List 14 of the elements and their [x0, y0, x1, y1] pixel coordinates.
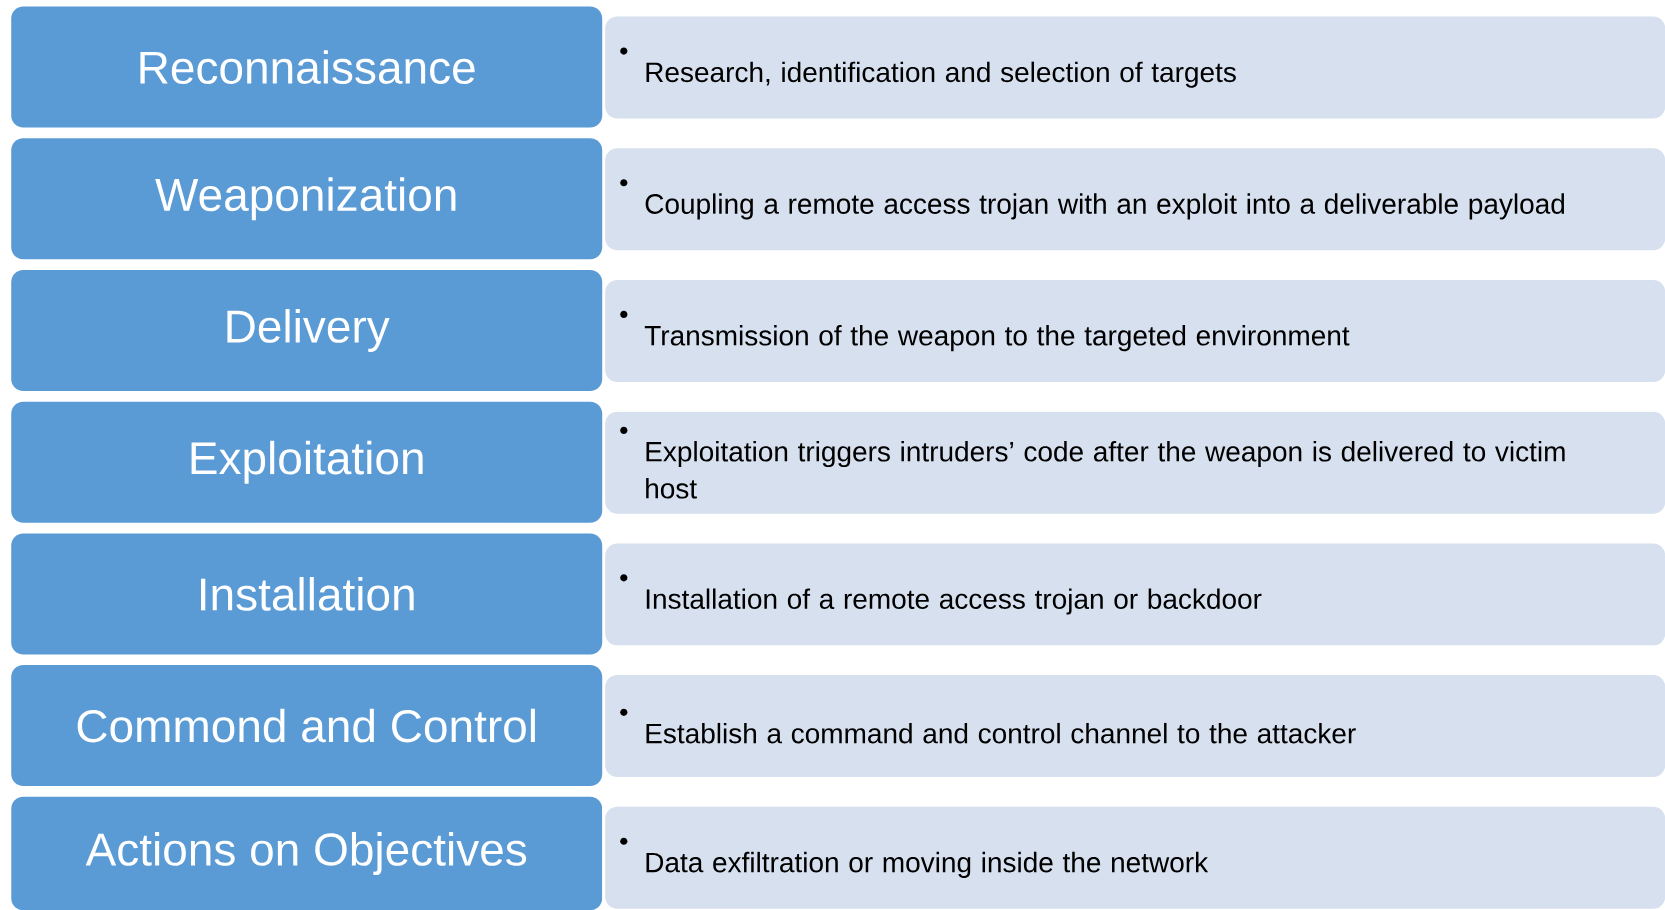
stage-box: Installation: [11, 533, 603, 655]
description-box: Installation of a remote access trojan or backdoor: [605, 543, 1665, 646]
description-box: Establish a command and control channel to the attacker: [605, 675, 1665, 778]
description-box: Exploitation triggers intruders’ code after the weapon is delivered to victim host: [605, 411, 1665, 514]
stage-box: Reconnaissance: [11, 6, 603, 128]
description-box: Transmission of the weapon to the targeted environment: [605, 280, 1665, 382]
stage-box: Weaponization: [11, 138, 603, 260]
description-box: Data exfiltration or moving inside the network: [605, 806, 1665, 909]
description-box: Coupling a remote access trojan with an exploit into a deliverable payload: [605, 148, 1665, 251]
stage-box: Commond and Control: [11, 665, 603, 787]
description-box: Research, identification and selection of targets: [605, 16, 1665, 119]
stage-box: Exploitation: [11, 401, 603, 523]
stage-box: Actions on Objectives: [11, 796, 603, 910]
stage-box: Delivery: [11, 270, 603, 391]
